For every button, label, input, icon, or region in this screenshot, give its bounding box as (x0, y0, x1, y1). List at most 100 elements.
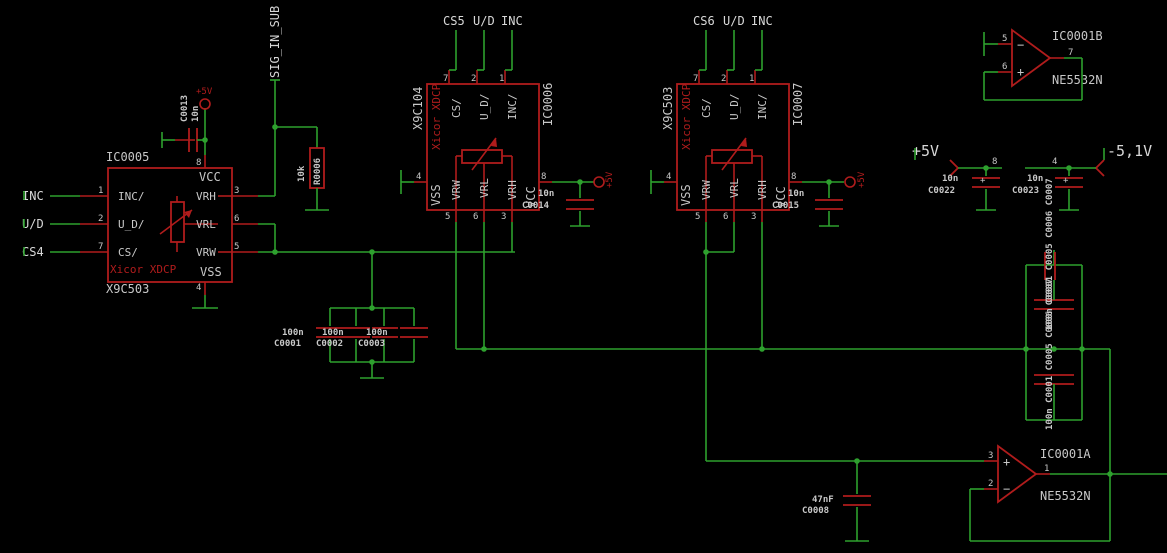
ic0007-pinnum-vcc: 8 (791, 172, 796, 182)
c0023-plus: + (1063, 176, 1069, 186)
net-sig-in-sub: SIG_IN_SUB (268, 6, 282, 78)
ic0007-pin-vrh-label: VRH (756, 180, 769, 200)
net-inc-ic0007: INC (751, 14, 773, 28)
ic0006-pin-vrl-label: VRL (478, 178, 491, 198)
r0006-label: R0006 (313, 158, 323, 185)
c0015-label: C0015 (772, 201, 799, 211)
ic0005-pinnum-vss: 4 (196, 283, 201, 293)
net-cs6: CS6 (693, 14, 715, 28)
ic0005-pinnum-vcc: 8 (196, 158, 201, 168)
ic0006-pinnum-vcc: 8 (541, 172, 546, 182)
net-inc-left: INC (22, 189, 44, 203)
ic0001b-pinnum-out: 7 (1068, 48, 1073, 58)
ic0006-pinnum-vrl: 6 (473, 212, 478, 222)
ic0005-pin-vss-label: VSS (200, 265, 222, 279)
ic0001a-name: IC0001A (1040, 447, 1091, 461)
ic0006-pinnum-vrw: 5 (445, 212, 450, 222)
c0014-value: 10n (538, 189, 554, 199)
c0014-capacitor[interactable]: 10n C0014 (522, 182, 594, 227)
ic0005-input-wires (50, 195, 218, 309)
junction-c0013 (202, 137, 208, 143)
ic0005-pinnum-vrl: 6 (234, 214, 239, 224)
ic0001-pinnum-pos: 8 (992, 157, 997, 167)
ic0006-name: IC0006 (541, 83, 555, 126)
feedback-cap-stack[interactable]: 100n C0001 C0005 C0006 C0007 100n C0001 … (1025, 178, 1083, 430)
ic0006-type: X9C104 (411, 87, 425, 130)
c0013-capacitor[interactable]: C0013 10n (161, 95, 201, 152)
ic0001-pinnum-neg: 4 (1052, 157, 1057, 167)
ic0007-pinnum-ud: 2 (721, 74, 726, 84)
c0008-label: C0008 (802, 506, 829, 516)
c0004-capacitor[interactable] (400, 308, 428, 362)
ic0007[interactable]: CS/ U_D/ INC/ VSS VRW VRL VRH VCC Xicor … (661, 70, 805, 222)
ic0007-pinnum-vrl: 6 (723, 212, 728, 222)
ic0007-pin-vrl-label: VRL (728, 178, 741, 198)
net-cs4-left: CS4 (22, 245, 44, 259)
ic0007-type: X9C503 (661, 87, 675, 130)
ic0005-pin-ud-label: U_D/ (118, 218, 145, 231)
net-minus-5-1v: -5,1V (1107, 142, 1152, 160)
c0013-value: 10n (191, 106, 201, 122)
ic0006-pin-cs-label: CS/ (450, 98, 463, 118)
fb-stack-label-top: 100n C0001 C0005 C0006 C0007 (1045, 178, 1055, 330)
c0002-value: 100n (322, 328, 344, 338)
ic0007-pinnum-vss: 4 (666, 172, 671, 182)
c0008-capacitor[interactable]: 47nF C0008 (802, 461, 871, 542)
supply-5v-ic0006-label: +5V (605, 171, 615, 188)
c0001-capacitor[interactable] (316, 308, 344, 362)
supply-5v-ic0006-icon (593, 176, 605, 188)
ic0001b-pinnum-inn: 6 (1002, 62, 1007, 72)
ic0006-pinnum-vrh: 3 (501, 212, 506, 222)
c0022-capacitor[interactable]: + 10n C0022 (928, 168, 1000, 211)
c0023-label: C0023 (1012, 186, 1039, 196)
ic0001a-pinnum-out: 1 (1044, 464, 1049, 474)
ic0001a-opamp[interactable]: + − IC0001A NE5532N 3 2 1 (984, 444, 1091, 504)
ic0001b-opamp[interactable]: − + IC0001B NE5532N 5 6 7 (998, 28, 1103, 88)
c0002-capacitor[interactable] (344, 308, 370, 362)
ic0001a-type: NE5532N (1040, 489, 1091, 503)
ic0005-pin-vcc-label: VCC (199, 170, 221, 184)
ic0006-pinnum-vss: 4 (416, 172, 421, 182)
c0015-capacitor[interactable]: 10n C0015 (772, 182, 843, 227)
ic0006-pin-vss-label: VSS (429, 184, 443, 206)
r0006-resistor[interactable]: 10k R0006 (297, 127, 329, 211)
c0008-value: 47nF (812, 495, 834, 505)
ic0007-pin-ud-label: U_D/ (728, 94, 741, 121)
ic0001a-pinnum-inp: 3 (988, 451, 993, 461)
r0006-value: 10k (297, 165, 307, 182)
ic0001b-plus: + (1017, 65, 1024, 79)
ic0005-pin-cs-label: CS/ (118, 246, 138, 259)
c0023-value: 10n (1027, 174, 1043, 184)
ic0005-pin-vrl-label: VRL (196, 218, 216, 231)
ic0005-type: X9C503 (106, 282, 149, 296)
ic0006[interactable]: CS/ U_D/ INC/ VSS VRW VRL VRH VCC Xicor … (411, 70, 555, 222)
ic0007-pin-vss-label: VSS (679, 184, 693, 206)
ic0006-pin-vcc-label: VCC (524, 186, 538, 208)
c0022-label: C0022 (928, 186, 955, 196)
c0001-value: 100n (282, 328, 304, 338)
ic0007-pin-vrw-label: VRW (700, 180, 713, 200)
ic0005[interactable]: INC/ U_D/ CS/ VCC VRH VRL VRW VSS Xicor … (80, 150, 258, 296)
fb-stack-label-bottom: 100n C0001 C0005 C0006 C0007 (1045, 278, 1055, 430)
ic0005-pin-inc-label: INC/ (118, 190, 145, 203)
ic0006-pin-ud-label: U_D/ (478, 94, 491, 121)
ic0001a-plus: + (1003, 455, 1010, 469)
ic0007-pinnum-vrh: 3 (751, 212, 756, 222)
ic0005-pin-vrw-label: VRW (196, 246, 216, 259)
junction-out (1107, 471, 1113, 477)
ic0001a-minus: − (1003, 482, 1010, 496)
c0003-capacitor[interactable] (372, 308, 398, 362)
ic0007-pin-vcc-label: VCC (774, 186, 788, 208)
c0013-label: C0013 (180, 95, 190, 122)
c0022-value: 10n (942, 174, 958, 184)
net-plus-5v: +5V (912, 142, 939, 160)
net-cs5: CS5 (443, 14, 465, 28)
ic0005-pinnum-ud: 2 (98, 214, 103, 224)
ic0001b-name: IC0001B (1052, 29, 1103, 43)
supply-minus-arrow-icon (1094, 159, 1105, 177)
ic0005-pinnum-vrh: 3 (234, 186, 239, 196)
ic0005-pinnum-inc: 1 (98, 186, 103, 196)
net-ud-ic0006: U/D (473, 14, 495, 28)
c0023-capacitor[interactable]: + 10n C0023 (1012, 168, 1083, 211)
